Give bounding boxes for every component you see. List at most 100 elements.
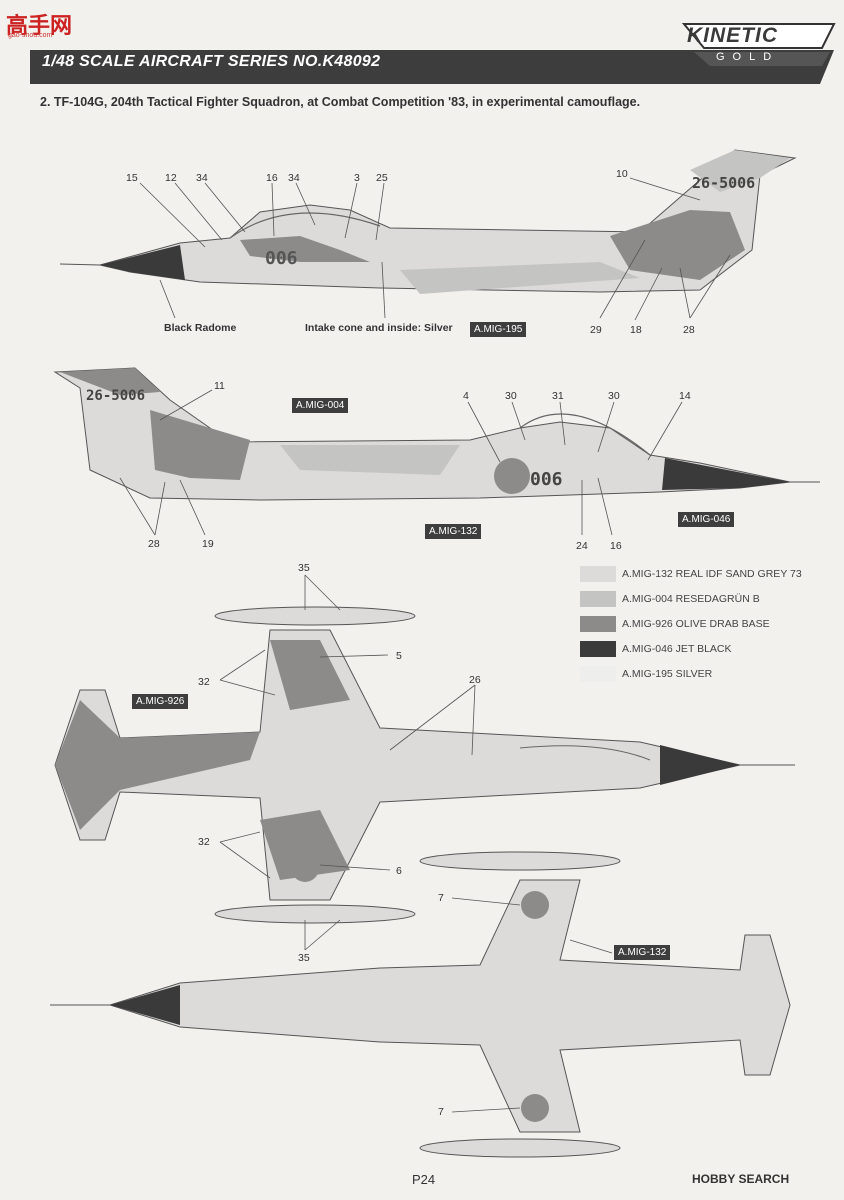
canopy: [229, 212, 381, 239]
legend-label: A.MIG-046 JET BLACK: [622, 643, 732, 655]
callout-15: 15: [126, 172, 138, 184]
bottom-airframe: [108, 879, 791, 1133]
paint-tag-mig046: A.MIG-046: [678, 512, 735, 527]
callout-16: 16: [266, 172, 278, 184]
bottom-view: [50, 851, 791, 1158]
top-wing-olive-2: [260, 810, 350, 880]
top-view: [54, 574, 795, 951]
tip-tank-bottom-2: [419, 1138, 621, 1158]
callout-19: 19: [202, 538, 214, 550]
legend-label: A.MIG-132 REAL IDF SAND GREY 73: [622, 568, 802, 580]
legend-label: A.MIG-195 SILVER: [622, 668, 713, 680]
top-canopy: [519, 745, 651, 761]
legend-swatch: [580, 641, 616, 657]
tip-tank-top-1: [214, 606, 416, 626]
scheme-subtitle: 2. TF-104G, 204th Tactical Fighter Squad…: [40, 95, 641, 109]
tail-serial-right: 26-5006: [86, 388, 145, 404]
top-nose-black: [660, 745, 740, 785]
page-number: P24: [412, 1172, 436, 1187]
camo-green-r: [280, 445, 460, 475]
legend-swatch: [580, 616, 616, 632]
paint-tag-mig132-bottom: A.MIG-132: [614, 945, 671, 960]
legend-swatch: [580, 566, 616, 582]
camo-green-tail: [690, 150, 790, 192]
callout-10: 10: [616, 168, 628, 180]
brand-gold-box: [694, 52, 830, 66]
callout-lines-right: [119, 389, 683, 536]
callout-12: 12: [165, 172, 177, 184]
callout-34a: 34: [196, 172, 208, 184]
nose-number-right: 006: [530, 469, 563, 490]
callout-29: 29: [590, 324, 602, 336]
paint-tag-mig004: A.MIG-004: [292, 398, 349, 413]
callout-11: 11: [214, 380, 225, 392]
callout-30b: 30: [608, 390, 620, 402]
hinomaru-top-1: [291, 641, 319, 669]
legend-label: A.MIG-004 RESEDAGRÜN B: [622, 593, 760, 605]
camo-olive-1: [240, 236, 370, 262]
tip-tank-top-2: [214, 904, 416, 924]
hobby-search-watermark: HOBBY SEARCH: [692, 1172, 790, 1186]
side-view-left: 006 26-5006: [59, 149, 797, 321]
bottom-nose-black: [110, 985, 180, 1025]
camo-green-belly: [400, 262, 640, 294]
hinomaru-bottom-2: [521, 1094, 549, 1122]
callout-25: 25: [376, 172, 388, 184]
callout-31: 31: [552, 390, 564, 402]
paint-tag-mig926: A.MIG-926: [132, 694, 189, 709]
camo-olive-tail-r: [60, 368, 160, 395]
legend-swatch: [580, 666, 616, 682]
hinomaru-top-2: [291, 854, 319, 882]
brand-logo-box: [681, 23, 836, 49]
callout-7b: 7: [438, 1106, 444, 1118]
callout-28: 28: [683, 324, 695, 336]
callout-3: 3: [354, 172, 360, 184]
brand-sub: GOLD: [716, 51, 780, 63]
callout-24: 24: [576, 540, 588, 552]
callout-7a: 7: [438, 892, 444, 904]
legend-label: A.MIG-926 OLIVE DRAB BASE: [622, 618, 770, 630]
watermark-text: 高手网: [6, 13, 73, 38]
watermark-logo: 高手网: [6, 8, 72, 40]
callout-lines-top: [219, 574, 476, 951]
callout-4: 4: [463, 390, 469, 402]
callout-32b: 32: [198, 836, 210, 848]
callout-26: 26: [469, 674, 481, 686]
radome-black-r: [662, 458, 790, 490]
canopy-r: [519, 413, 651, 456]
callout-16-r: 16: [610, 540, 622, 552]
callout-lines-bottom: [451, 897, 613, 1113]
callout-5: 5: [396, 650, 402, 662]
watermark-url: gao-shou.com: [8, 32, 53, 39]
header-banner: [30, 50, 834, 84]
top-tail-olive: [55, 700, 260, 830]
side-view-right: 006 26-5006: [53, 367, 820, 536]
callout-34b: 34: [288, 172, 300, 184]
camo-olive-2: [610, 210, 745, 280]
tail-serial-left: 26-5006: [692, 174, 755, 192]
hinomaru-bottom-1: [521, 891, 549, 919]
series-title: 1/48 SCALE AIRCRAFT SERIES NO.K48092: [42, 53, 381, 70]
callout-14: 14: [679, 390, 691, 402]
paint-tag-mig195: A.MIG-195: [470, 322, 527, 337]
callout-32a: 32: [198, 676, 210, 688]
nose-number-left: 006: [265, 248, 298, 269]
callout-6: 6: [396, 865, 402, 877]
top-wing-olive-1: [270, 640, 350, 710]
callout-35a: 35: [298, 562, 310, 574]
note-intake: Intake cone and inside: Silver: [305, 322, 453, 334]
callout-lines-left: [139, 177, 731, 321]
camo-olive-r: [150, 410, 250, 480]
callout-18: 18: [630, 324, 642, 336]
brand-name: KINETIC: [687, 24, 778, 47]
callout-28-r: 28: [148, 538, 160, 550]
callout-30a: 30: [505, 390, 517, 402]
radome-black: [100, 245, 185, 280]
tip-tank-bottom-1: [419, 851, 621, 871]
pitot: [59, 263, 101, 266]
callout-35b: 35: [298, 952, 310, 964]
note-black-radome: Black Radome: [164, 322, 237, 334]
paint-tag-mig132: A.MIG-132: [425, 524, 482, 539]
hinomaru-side: [494, 458, 530, 494]
